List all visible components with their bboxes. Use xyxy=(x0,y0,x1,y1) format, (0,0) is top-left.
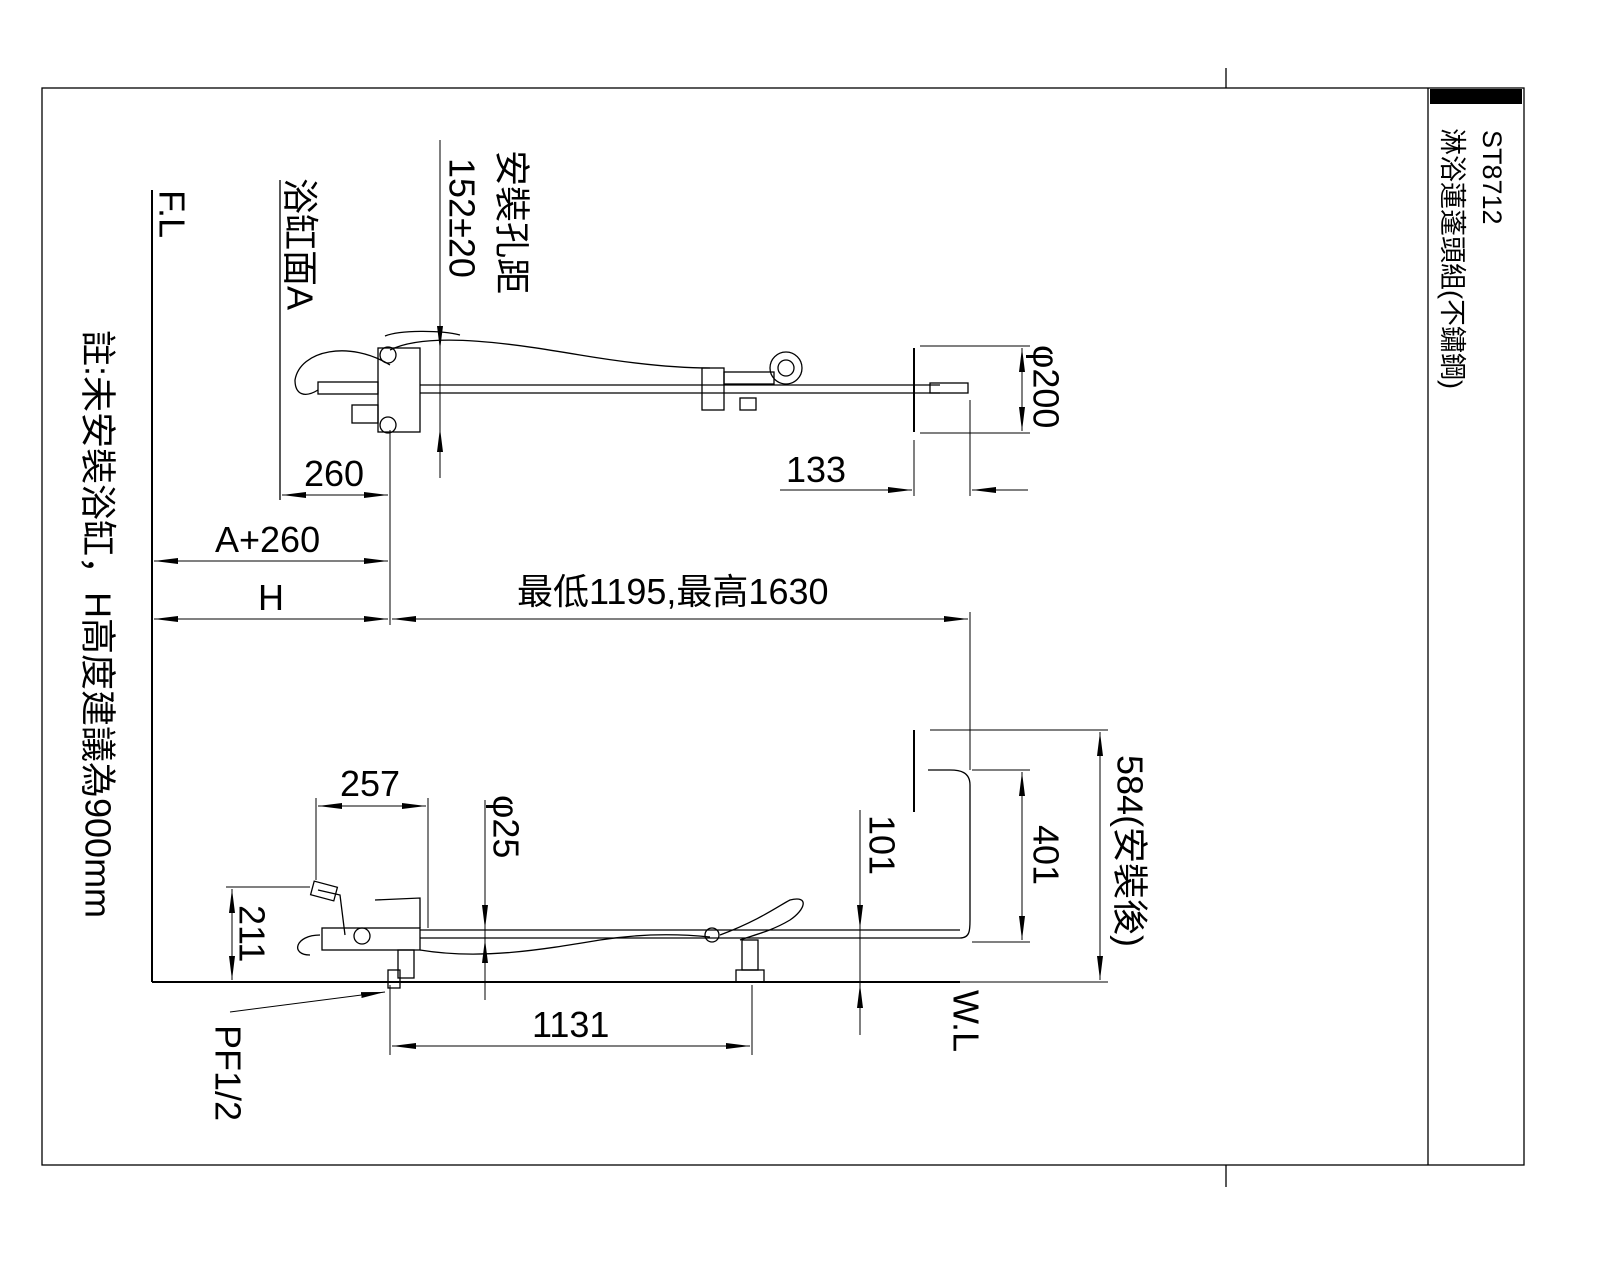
dim-101: 101 xyxy=(862,815,903,875)
pipe-diameter-dim: φ25 xyxy=(486,795,527,858)
dim-h: H xyxy=(258,577,284,618)
floor-line-label: F.L xyxy=(152,190,193,238)
dim-1131: 1131 xyxy=(532,1004,609,1045)
dim-401: 401 xyxy=(1026,825,1067,885)
head-diameter-dim: φ200 xyxy=(1026,345,1067,428)
drawing-frame xyxy=(41,68,1525,1187)
dim-211: 211 xyxy=(232,905,273,962)
dim-a-plus-260: A+260 xyxy=(215,519,320,560)
top-view-shower-set xyxy=(294,330,969,434)
side-view-shower-set xyxy=(297,730,971,989)
head-offset-dim: 133 xyxy=(786,449,846,490)
hole-spacing-label: 安裝孔距 xyxy=(492,150,533,294)
thread-spec: PF1/2 xyxy=(208,1025,249,1121)
side-view-dimensions xyxy=(226,729,1108,1055)
height-range-dim: 最低1195,最高1630 xyxy=(517,571,829,612)
tub-surface-label: 浴缸面A xyxy=(280,178,321,310)
installation-note: 註:未安裝浴缸，H高度建議為900mm xyxy=(78,330,119,918)
hole-spacing-dim: 152±20 xyxy=(442,158,483,278)
product-name: 淋浴蓮蓬頭組(不鏽鋼) xyxy=(1437,128,1467,389)
dim-584-installed: 584(安裝後) xyxy=(1110,755,1151,947)
top-view-dimensions xyxy=(154,140,1030,770)
dim-257: 257 xyxy=(340,763,400,804)
model-number: ST8712 xyxy=(1477,130,1507,225)
water-line-label: W.L xyxy=(946,990,987,1052)
dim-260: 260 xyxy=(304,453,364,494)
